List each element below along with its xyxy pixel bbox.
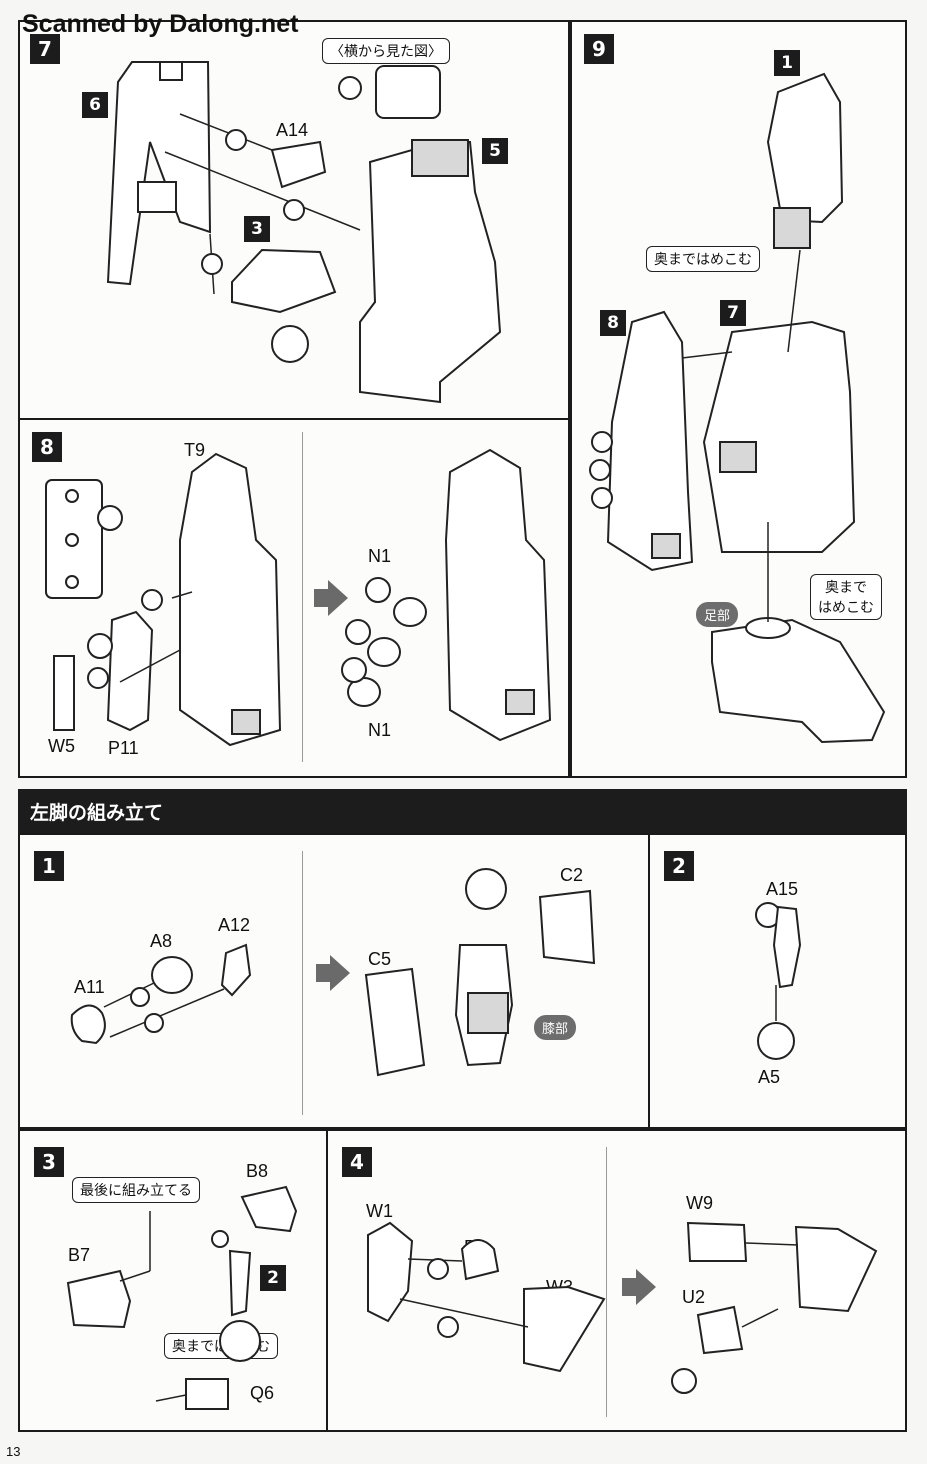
left-leg-step-2-panel: 2 A15 A5	[648, 833, 907, 1129]
part-6-badge: 6	[82, 92, 108, 118]
left-leg-step-3-panel: 3 最後に組み立てる 奥まではめこむ B8 B7 Q6 2	[18, 1129, 328, 1432]
step-number: 8	[32, 432, 62, 462]
label-c2: C2	[560, 865, 584, 885]
step-9-illustration	[589, 72, 886, 744]
step-number: 7	[30, 34, 60, 64]
left-leg-step-4-illustration	[367, 1221, 878, 1394]
foot-part-label: 足部	[696, 602, 739, 627]
step-8-panel: 8 T9 W5 P11 N1 N1	[18, 418, 570, 778]
label-b7: B7	[68, 1245, 91, 1265]
section-header: 左脚の組み立て	[18, 789, 907, 833]
note-line-2: はめこむ	[818, 600, 874, 616]
part-5-badge: 5	[482, 138, 508, 164]
assemble-last-note: 最後に組み立てる	[72, 1177, 200, 1203]
step-number: 3	[34, 1147, 64, 1177]
step-7-illustration	[106, 61, 502, 404]
left-leg-step-3-illustration	[66, 1185, 298, 1410]
step-7-panel: 7 6 3 5 〈横から見た図〉 A14	[18, 20, 570, 420]
label-a12: A12	[218, 915, 251, 935]
label-n1-bottom: N1	[368, 720, 392, 740]
next-arrow-icon	[316, 955, 350, 991]
step-number: 2	[664, 851, 694, 881]
note-line-1: 奥まで	[825, 580, 867, 596]
label-a8: A8	[150, 931, 173, 951]
part-2-badge: 2	[260, 1265, 286, 1291]
left-leg-step-1-illustration	[70, 868, 596, 1077]
part-7-badge: 7	[720, 300, 746, 326]
part-8-badge: 8	[600, 310, 626, 336]
part-3-badge: 3	[244, 216, 270, 242]
next-arrow-icon	[622, 1269, 656, 1305]
left-leg-step-2-illustration	[755, 902, 802, 1060]
page-number: 13	[6, 1444, 21, 1459]
step-number: 1	[34, 851, 64, 881]
step-divider	[302, 851, 303, 1115]
part-1-badge: 1	[774, 50, 800, 76]
label-p11: P11	[108, 738, 139, 758]
step-9-panel: 9 1 7 8 奥まではめこむ 奥まで はめこむ 足部	[570, 20, 907, 778]
label-a11: A11	[74, 977, 105, 997]
label-u2: U2	[682, 1287, 706, 1307]
push-in-note-top: 奥まではめこむ	[646, 246, 760, 272]
step-number: 9	[584, 34, 614, 64]
label-c5: C5	[368, 949, 392, 969]
label-a5: A5	[758, 1067, 781, 1087]
step-divider	[302, 432, 303, 762]
label-w9: W9	[686, 1193, 713, 1213]
label-q6: Q6	[250, 1383, 275, 1403]
push-in-note-bottom: 奥まで はめこむ	[810, 574, 882, 620]
step-8-illustration	[45, 448, 552, 747]
knee-label: 膝部	[534, 1015, 577, 1040]
watermark: Scanned by Dalong.net	[22, 10, 299, 38]
side-view-note: 〈横から見た図〉	[322, 38, 450, 64]
step-divider	[606, 1147, 607, 1417]
label-n1-top: N1	[368, 546, 392, 566]
label-w1: W1	[366, 1201, 393, 1221]
next-arrow-icon	[314, 580, 348, 616]
label-a15: A15	[766, 879, 799, 899]
label-t9: T9	[184, 440, 206, 460]
left-leg-step-4-panel: 4 W1 P4 W3 W9 U2	[326, 1129, 907, 1432]
step-number: 4	[342, 1147, 372, 1177]
label-w5: W5	[48, 736, 75, 756]
label-a14: A14	[276, 120, 309, 140]
label-b8: B8	[246, 1161, 269, 1181]
left-leg-step-1-panel: 1 A8 A12 A11 C2 C5 膝部	[18, 833, 650, 1129]
